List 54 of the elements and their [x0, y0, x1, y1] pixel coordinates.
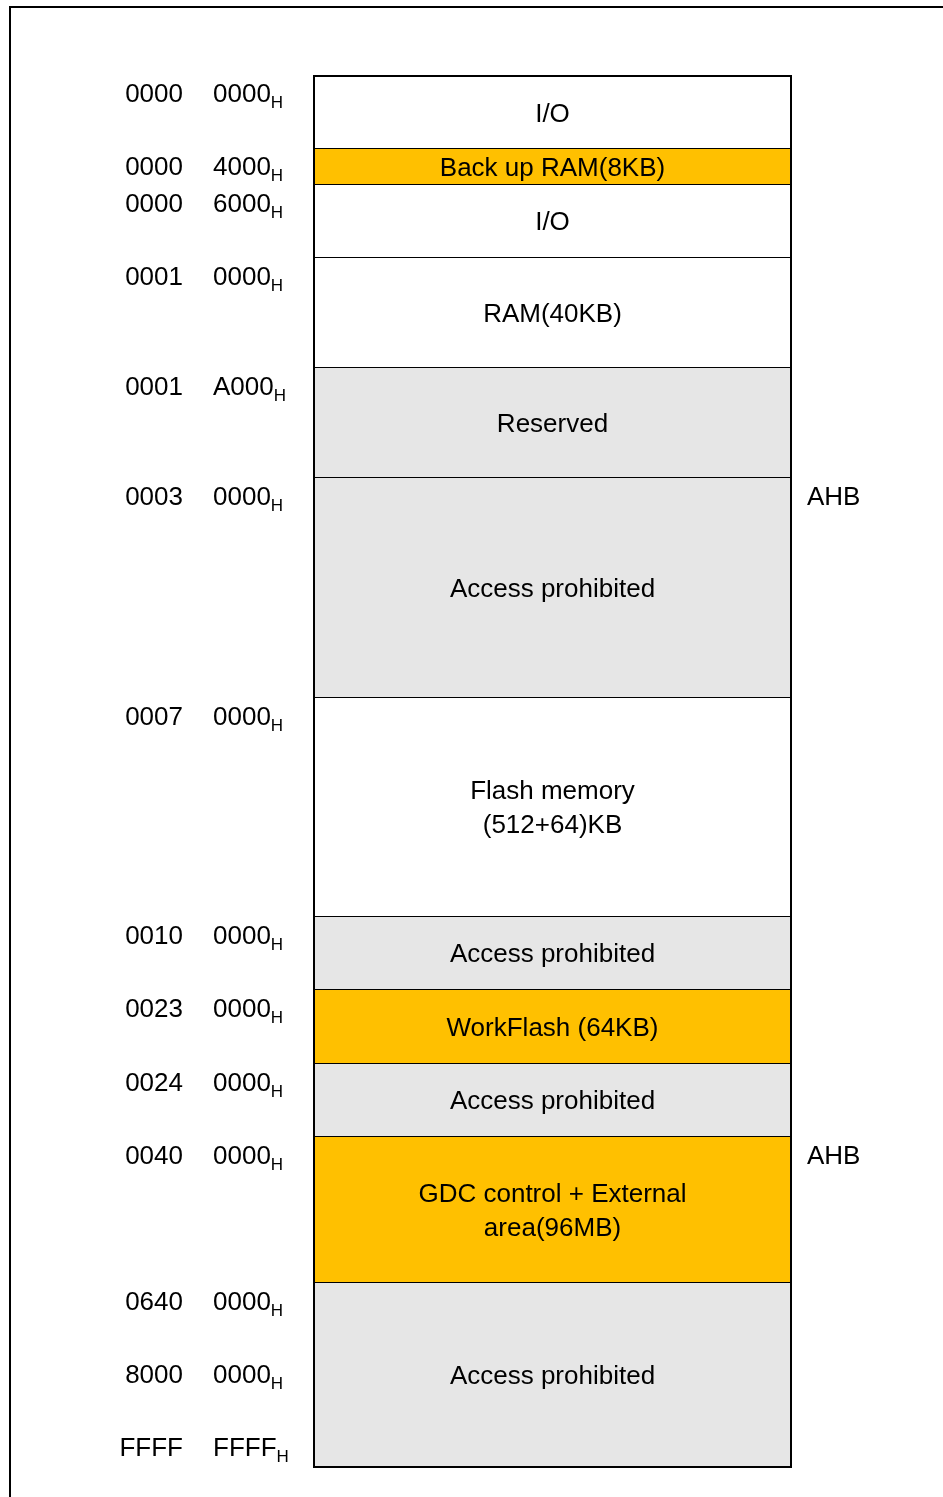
address-upper: 0001 — [125, 371, 183, 401]
region-label: I/O — [535, 205, 570, 238]
address-lower: 0000$_{H}$ — [213, 78, 284, 108]
address-lower: 0000$_{H}$ — [213, 920, 284, 950]
address-lower: A000$_{H}$ — [213, 371, 286, 401]
address-lower: 0000$_{H}$ — [213, 993, 284, 1023]
address-upper: 0640 — [125, 1286, 183, 1316]
memory-region-box — [313, 368, 792, 479]
memory-region-box — [313, 698, 792, 918]
address-lower: 4000$_{H}$ — [213, 151, 284, 181]
memory-region-box — [313, 1137, 792, 1284]
region-label: Flash memory (512+64)KB — [469, 774, 636, 841]
address-upper: 0024 — [125, 1067, 183, 1097]
region-label: RAM(40KB) — [483, 296, 622, 330]
region-label: Back up RAM(8KB) — [439, 150, 666, 184]
bus-label: AHB — [807, 481, 861, 511]
address-lower: 0000$_{H}$ — [213, 1286, 284, 1316]
memory-region-box — [313, 149, 792, 186]
memory-region-box — [313, 1064, 792, 1138]
address-upper: FFFF — [119, 1432, 183, 1462]
address-lower: 0000$_{H}$ — [213, 1067, 284, 1097]
address-lower: 0000$_{H}$ — [213, 261, 284, 291]
address-lower: 0000$_{H}$ — [213, 1140, 284, 1170]
bus-label: AHB — [807, 1140, 861, 1170]
address-lower: 0000$_{H}$ — [213, 701, 284, 731]
address-upper: 8000 — [125, 1359, 183, 1389]
address-upper: 0040 — [125, 1140, 183, 1170]
address-upper: 0000 — [125, 188, 183, 218]
memory-region-box — [313, 75, 792, 150]
address-upper: 0023 — [125, 993, 183, 1023]
address-lower: 0000$_{H}$ — [213, 1359, 284, 1389]
address-lower: FFFF$_{H}$ — [213, 1432, 289, 1462]
region-label: Access prohibited — [449, 1084, 656, 1117]
region-label: Access prohibited — [449, 571, 656, 605]
region-label: I/O — [535, 96, 570, 130]
memory-region-box — [313, 478, 792, 699]
region-label: GDC control + External area(96MB) — [417, 1176, 688, 1244]
memory-region-box — [313, 185, 792, 259]
memory-region-box — [313, 990, 792, 1065]
address-upper: 0010 — [125, 920, 183, 950]
memory-region-box — [313, 258, 792, 369]
address-upper: 0000 — [125, 151, 183, 181]
address-upper: 0003 — [125, 481, 183, 511]
region-label: Access prohibited — [449, 937, 656, 970]
region-label: Reserved — [496, 406, 609, 440]
region-label: WorkFlash (64KB) — [446, 1010, 659, 1044]
address-upper: 0007 — [125, 701, 183, 731]
region-label: Access prohibited — [449, 1358, 656, 1392]
address-upper: 0001 — [125, 261, 183, 291]
memory-region-box — [313, 1283, 792, 1468]
address-upper: 0000 — [125, 78, 183, 108]
address-lower: 6000$_{H}$ — [213, 188, 284, 218]
memory-region-box — [313, 917, 792, 991]
address-lower: 0000$_{H}$ — [213, 481, 284, 511]
